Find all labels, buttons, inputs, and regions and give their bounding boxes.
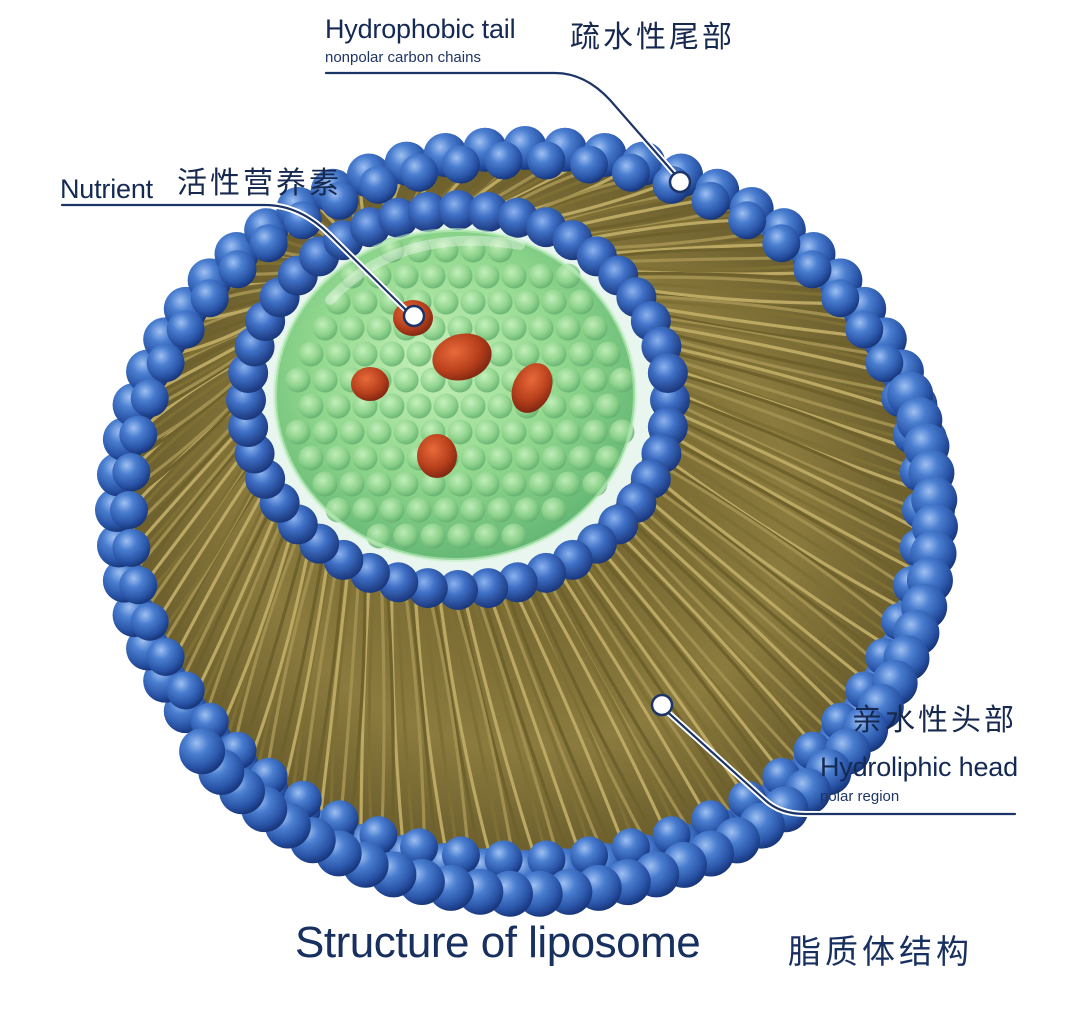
tail-sublabel: nonpolar carbon chains (325, 49, 481, 66)
head-label: Hydroliphic head (820, 752, 1018, 783)
diagram-title-zh: 脂质体结构 (788, 925, 973, 973)
head-sublabel: polar region (820, 788, 899, 805)
tail-label-zh: 疏水性尾部 (570, 12, 735, 56)
aqueous-core (275, 230, 635, 560)
nutrient-label-zh: 活性营养素 (177, 158, 342, 202)
diagram-title: Structure of liposome (295, 918, 700, 968)
nutrient-label: Nutrient (60, 174, 153, 205)
nutrient-particle (417, 434, 457, 478)
nutrient-particle (351, 367, 389, 401)
tail-label: Hydrophobic tail (325, 14, 515, 45)
head-label-zh: 亲水性头部 (852, 695, 1017, 739)
